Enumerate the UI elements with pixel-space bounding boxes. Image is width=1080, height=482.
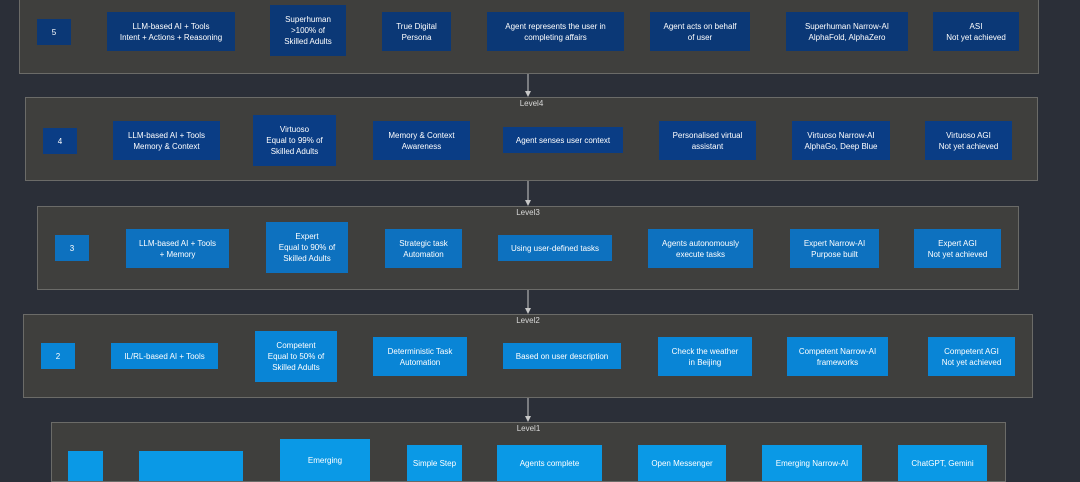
level4-box-7: Virtuoso Narrow-AI AlphaGo, Deep Blue <box>792 121 890 160</box>
level5-box-8: ASI Not yet achieved <box>933 12 1019 51</box>
level2-label: Level2 <box>516 316 540 325</box>
level1-box-6: Open Messenger <box>638 445 726 481</box>
level1-box-2 <box>139 451 243 481</box>
level5-box-3: Superhuman >100% of Skilled Adults <box>270 5 346 56</box>
level2-box-2: IL/RL-based AI + Tools <box>111 343 218 369</box>
level4-box-3: Virtuoso Equal to 99% of Skilled Adults <box>253 115 336 166</box>
level3-box-7: Expert Narrow-AI Purpose built <box>790 229 879 268</box>
level2-box-4: Deterministic Task Automation <box>373 337 467 376</box>
level5-box-2: LLM-based AI + Tools Intent + Actions + … <box>107 12 235 51</box>
level1-label: Level1 <box>516 424 541 433</box>
level4-box-5: Agent senses user context <box>503 127 623 153</box>
level1-box-8: ChatGPT, Gemini <box>898 445 987 481</box>
level1-box-1 <box>68 451 103 481</box>
level5-box-7: Superhuman Narrow-AI AlphaFold, AlphaZer… <box>786 12 908 51</box>
level5-box-4: True Digital Persona <box>382 12 451 51</box>
level2-box-6: Check the weather in Beijing <box>658 337 752 376</box>
level4-box-2: LLM-based AI + Tools Memory & Context <box>113 121 220 160</box>
level3-box-5: Using user-defined tasks <box>498 235 612 261</box>
level3-box-6: Agents autonomously execute tasks <box>648 229 753 268</box>
level4-box-8: Virtuoso AGI Not yet achieved <box>925 121 1012 160</box>
level2-box-3: Competent Equal to 50% of Skilled Adults <box>255 331 337 382</box>
level4-box-1: 4 <box>43 128 77 154</box>
level1-box-7: Emerging Narrow-AI <box>762 445 862 481</box>
level1-box-4: Simple Step <box>407 445 462 481</box>
level1-box-5: Agents complete <box>497 445 602 481</box>
level3-box-4: Strategic task Automation <box>385 229 462 268</box>
level5-box-5: Agent represents the user in completing … <box>487 12 624 51</box>
level4-box-6: Personalised virtual assistant <box>659 121 756 160</box>
level3-box-3: Expert Equal to 90% of Skilled Adults <box>266 222 348 273</box>
level3-label: Level3 <box>516 208 540 217</box>
level2-box-7: Competent Narrow-AI frameworks <box>787 337 888 376</box>
level1-box-3: Emerging <box>280 439 370 481</box>
level5-box-1: 5 <box>37 19 71 45</box>
level3-box-8: Expert AGI Not yet achieved <box>914 229 1001 268</box>
level2-box-8: Competent AGI Not yet achieved <box>928 337 1015 376</box>
level2-box-1: 2 <box>41 343 75 369</box>
level4-label: Level4 <box>519 99 544 108</box>
level5-box-6: Agent acts on behalf of user <box>650 12 750 51</box>
level3-box-2: LLM-based AI + Tools + Memory <box>126 229 229 268</box>
level3-box-1: 3 <box>55 235 89 261</box>
level2-box-5: Based on user description <box>503 343 621 369</box>
level4-box-4: Memory & Context Awareness <box>373 121 470 160</box>
